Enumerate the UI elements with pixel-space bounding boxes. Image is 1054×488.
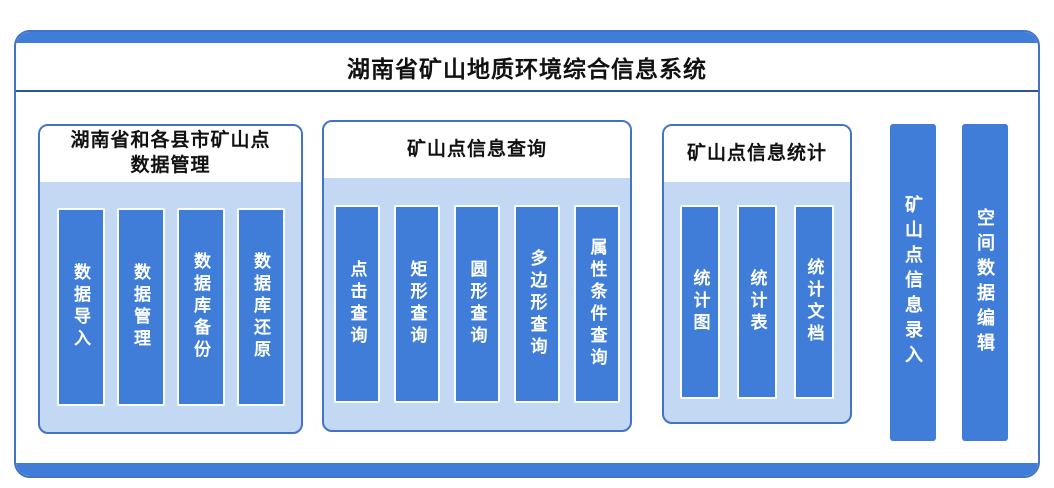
group-info-statistics-title: 矿山点信息统计 [664,126,850,182]
module-label: 矿山点信息录入 [903,195,923,370]
bar-statistics-chart: 统计图 [680,205,720,399]
bar-data-import: 数据导入 [56,208,105,406]
bar-rectangle-query: 矩形查询 [394,205,440,403]
bar-database-restore: 数据库还原 [236,208,285,406]
group-info-statistics: 矿山点信息统计 统计图 统计表 统计文档 [662,124,852,424]
group-info-statistics-body: 统计图 统计表 统计文档 [664,182,850,422]
module-label: 属性条件查询 [587,238,607,370]
bar-circle-query: 圆形查询 [454,205,500,403]
bar-attribute-condition-query: 属性条件查询 [574,205,620,403]
group-data-management-title: 湖南省和各县市矿山点 数据管理 [40,126,301,182]
bar-click-query: 点击查询 [334,205,380,403]
bar-statistics-table: 统计表 [737,205,777,399]
module-label: 统计表 [747,269,767,335]
group-info-query: 矿山点信息查询 点击查询 矩形查询 圆形查询 多边形查询 属性条件查询 [322,120,632,432]
system-title: 湖南省矿山地质环境综合信息系统 [16,43,1038,92]
module-label: 数据管理 [131,263,150,351]
diagram-body: 湖南省和各县市矿山点 数据管理 数据导入 数据管理 数据库备份 数据库还原 [16,92,1038,463]
bar-polygon-query: 多边形查询 [514,205,560,403]
module-label: 数据库备份 [191,252,210,362]
frame-bottom-bar [16,463,1038,476]
group-info-query-body: 点击查询 矩形查询 圆形查询 多边形查询 属性条件查询 [324,178,630,430]
group-data-management: 湖南省和各县市矿山点 数据管理 数据导入 数据管理 数据库备份 数据库还原 [38,124,303,434]
module-label: 圆形查询 [467,260,487,348]
module-label: 多边形查询 [527,249,547,359]
group-title-line: 矿山点信息查询 [406,138,547,160]
group-data-management-body: 数据导入 数据管理 数据库备份 数据库还原 [40,182,301,432]
bar-mine-info-entry: 矿山点信息录入 [890,124,936,441]
frame-top-bar [16,32,1038,43]
bar-spatial-data-edit: 空间数据编辑 [962,124,1008,441]
module-label: 统计图 [690,269,710,335]
group-info-query-title: 矿山点信息查询 [324,122,630,178]
group-title-line: 湖南省和各县市矿山点 [70,130,271,152]
group-title-line: 矿山点信息统计 [686,142,827,164]
module-label: 矩形查询 [407,260,427,348]
module-label: 空间数据编辑 [975,207,995,358]
module-label: 数据导入 [71,263,90,351]
bar-statistics-document: 统计文档 [794,205,834,399]
system-frame: 湖南省矿山地质环境综合信息系统 湖南省和各县市矿山点 数据管理 数据导入 数据管… [14,30,1040,478]
module-label: 统计文档 [804,258,824,346]
module-label: 点击查询 [347,260,367,348]
group-title-line: 数据管理 [130,155,211,176]
bar-database-backup: 数据库备份 [176,208,225,406]
module-label: 数据库还原 [251,252,270,362]
bar-data-management: 数据管理 [116,208,165,406]
